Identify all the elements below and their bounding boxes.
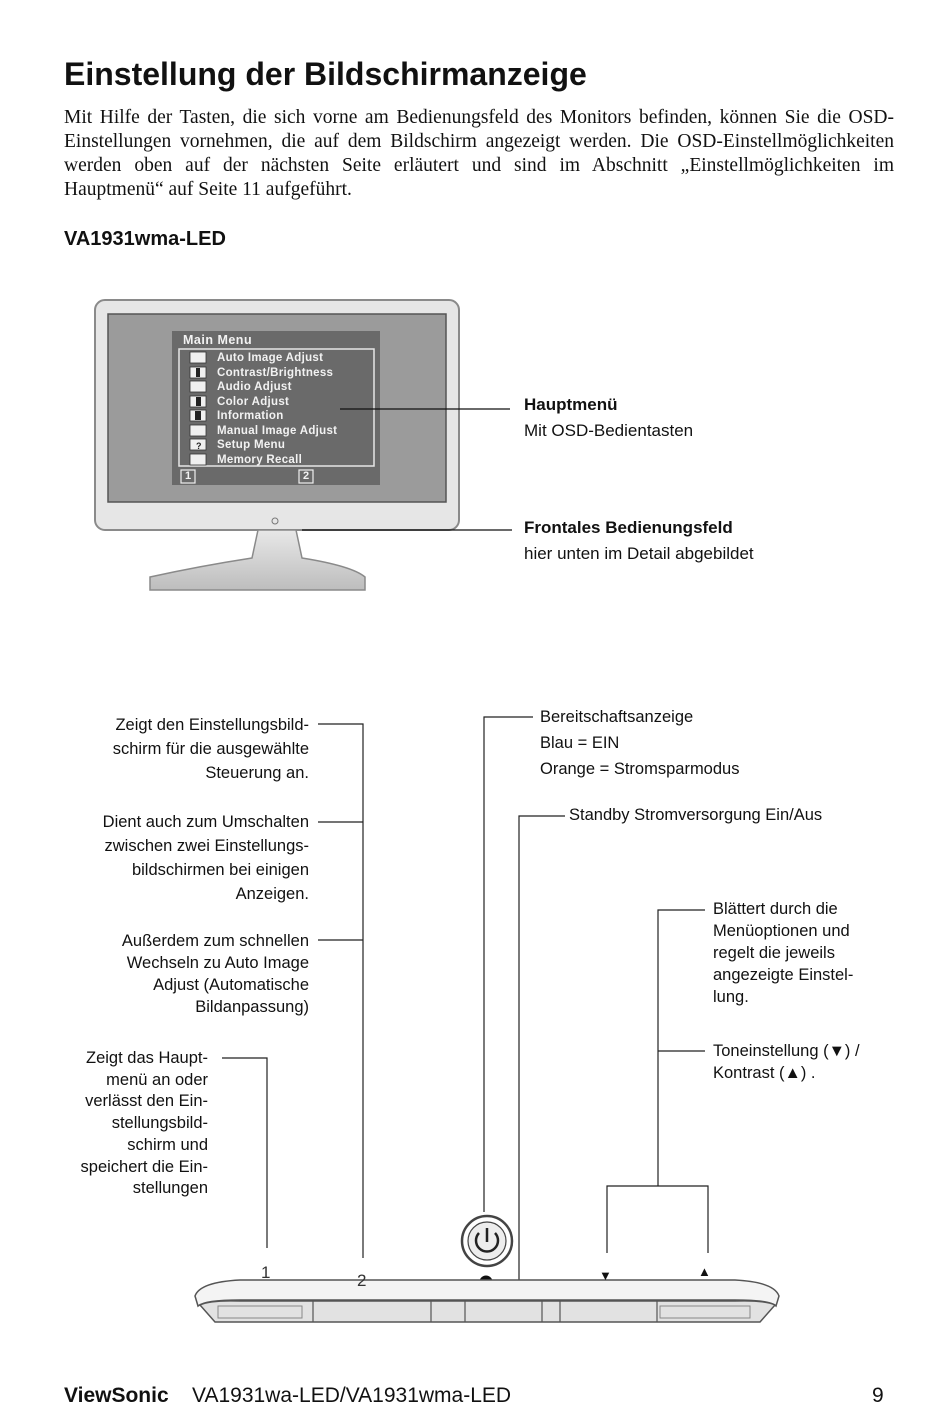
osd-item-frame [178,348,375,467]
osd-item: Setup Menu [217,439,286,451]
osd-menu-list: Auto Image Adjust Contrast/Brightness Au… [217,351,337,467]
osd-key2-box [298,469,314,484]
main-menu-callout-sub: Mit OSD-Bedientasten [524,421,694,440]
model-heading: VA1931wma-LED [64,228,226,250]
osd-item: Contrast/Brightness [217,366,334,379]
power-led-small [271,517,279,525]
osd-item: Auto Image Adjust [217,352,324,364]
osd-item: Manual Image Adjust [217,424,338,437]
up-button-icon[interactable]: ▲ [698,1264,711,1279]
button2-description-c: Außerdem zum schnellen Wechseln zu Auto … [121,932,309,1016]
osd-item: Memory Recall [217,453,303,466]
osd-panel [172,331,380,485]
osd-title: Main Menu [183,333,253,347]
standby-description: Standby Stromversorgung Ein/Aus [569,806,823,824]
front-panel-callout-sub: hier unten im Detail abgebildet [524,544,754,563]
osd-item: Audio Adjust [217,381,292,393]
down-button-icon[interactable]: ▼ [599,1268,612,1283]
audio-icon [189,380,207,393]
osd-key1-box [180,469,196,484]
osd-key2-label: 2 [303,470,310,482]
osd-item: Color Adjust [217,395,290,408]
footer-brand: ViewSonic [64,1384,169,1407]
auto-adjust-icon [189,351,207,364]
front-bezel-keys [198,1300,777,1323]
monitor-stand [149,529,366,591]
memory-recall-icon [189,453,207,466]
power-icon [474,1232,500,1253]
power-led-description: Bereitschaftsanzeige Blau = EIN Orange =… [540,708,740,778]
tone-contrast-description: Toneinstellung (▼) / Kontrast (▲) . [713,1042,860,1082]
button2-description-b: Dient auch zum Umschalten zwischen zwei … [102,813,309,903]
osd-key1-label: 1 [185,470,192,482]
button-1-label[interactable]: 1 [261,1263,271,1282]
manual-adjust-icon [189,424,207,437]
page-title: Einstellung der Bildschirmanzeige [64,56,587,92]
front-panel-callout-title: Frontales Bedienungsfeld [524,518,733,537]
main-menu-callout-title: Hauptmenü [524,395,618,414]
scroll-description: Blättert durch die Menüoptionen und rege… [713,900,854,1006]
osd-item: Information [217,410,284,422]
page-number: 9 [872,1384,884,1407]
button2-description-a: Zeigt den Einstellungsbild- schirm für d… [112,716,309,782]
footer-model: VA1931wa-LED/VA1931wma-LED [192,1384,512,1407]
svg-text:?: ? [196,441,202,451]
connector-lines [222,716,709,1300]
button-2-label[interactable]: 2 [357,1271,367,1290]
setup-icon [189,438,207,451]
intro-paragraph: Mit Hilfe der Tasten, die sich vorne am … [64,107,894,200]
button1-description: Zeigt das Haupt- menü an oder verlässt d… [80,1049,208,1198]
